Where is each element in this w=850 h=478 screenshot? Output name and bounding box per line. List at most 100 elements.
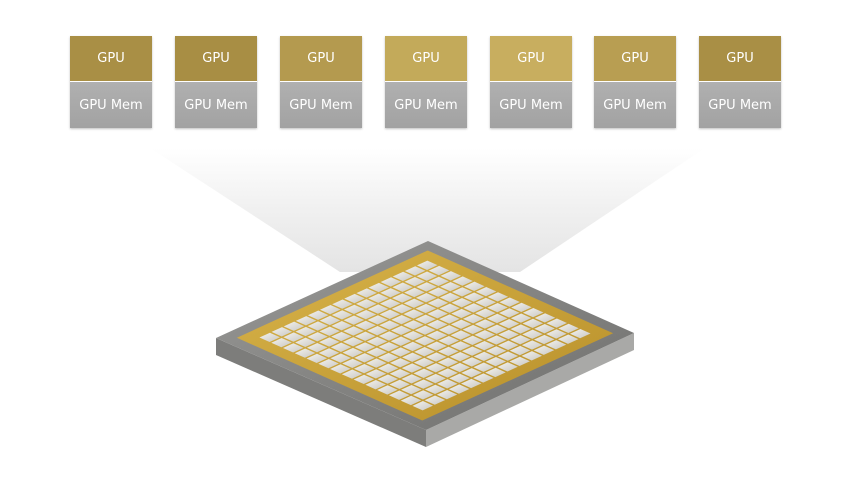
chip-tile [439,314,460,324]
gpu-unit: GPU GPU Mem [594,36,676,128]
chip-tile [486,335,507,345]
chip-tile [475,308,496,318]
chip-tile [557,334,579,344]
chip-tile [404,276,426,287]
chip-tile [546,329,567,339]
chip-tile [330,342,352,352]
chip-tile [450,341,471,351]
chip-tile [533,345,555,355]
chip-tile [271,337,292,348]
chip-tile [319,337,340,347]
chip-tile [487,292,509,302]
chip-tile [404,287,425,298]
chip-tile [400,395,422,406]
chip-tile [437,357,459,367]
chip-tile [475,297,497,308]
chip-tile [522,318,544,329]
gpu-memory-label: GPU Mem [280,82,362,128]
chip-tile [342,337,364,347]
chip-tile [509,356,530,367]
chip-tile [498,319,520,329]
chip-gold-substrate [236,250,614,421]
gold-area [236,250,614,421]
chip-tile [378,331,400,341]
chip-tile [378,342,400,352]
chip-tile [451,308,472,319]
chip-tile [534,324,555,334]
chip-tile [487,302,508,313]
chip-tile [320,304,341,315]
chip-tile [425,352,447,362]
chip-tile [307,310,329,320]
chip-tile [427,298,449,308]
chip-tile [428,276,449,287]
chip-tile [377,385,398,395]
chip-tile [426,341,447,351]
chip-tile [344,293,365,304]
chip-tile [427,319,448,330]
chip-tile [355,309,377,320]
chip-tile [330,364,351,374]
chip-tile [438,335,459,346]
gpu-memory-label: GPU Mem [490,82,572,128]
chip-tile [461,357,483,367]
chip-tile [438,325,460,335]
chip-tile [461,346,483,356]
chip-tile [404,266,426,276]
chip-tile [412,390,434,400]
chip-tile [367,326,388,336]
chip-tile [413,379,434,389]
chip-tile [402,330,424,341]
chip-tile [343,304,365,315]
chip-tile [271,327,293,337]
chip-tile [428,287,449,297]
projection-cone [150,148,705,272]
chip-tile [569,328,591,339]
chip-tile [283,343,304,353]
chip-tile [365,369,387,379]
chip-tile [379,298,401,309]
chip-tile [460,378,482,389]
chip-tile [425,363,447,373]
chip-tile [366,347,387,357]
chip-tile [354,353,375,363]
chip-tile [388,390,410,400]
chip-tile [283,332,304,342]
chip-tile [307,332,328,342]
chip-tile [368,282,390,293]
chip-tile [416,260,438,270]
chip-tile [391,325,412,336]
chip-tile [332,299,353,309]
chip-tile [463,292,485,302]
chip-tile [366,358,387,368]
chip-tile [331,331,352,342]
chip-tile [427,309,448,319]
chip-tile [318,358,339,369]
chip-tile [380,288,401,298]
chip-tile [295,337,316,347]
chip-tile [486,324,508,334]
chip-tile [413,357,435,368]
chip-tile [391,314,412,325]
chip-tile [306,342,328,353]
chip-tile [485,346,507,356]
gpu-label: GPU [70,36,152,82]
chip-tile [392,293,413,303]
gpu-unit: GPU GPU Mem [175,36,257,128]
chip-tile [438,346,459,357]
chip-tile [534,313,556,323]
chip-tile [558,323,579,334]
chip-tile [450,330,472,340]
chip-tile [451,287,473,297]
chip-tile [510,335,531,345]
chip-tile [307,321,329,331]
chip-tile [377,374,399,384]
chip-tile [414,336,436,346]
chip-tile [401,374,422,384]
chip-tile [439,303,461,313]
chip-tile [416,282,437,292]
chip-tile [295,326,317,337]
chip-tile [283,321,305,331]
chip-tile [343,326,364,336]
chip-tile [497,340,519,350]
